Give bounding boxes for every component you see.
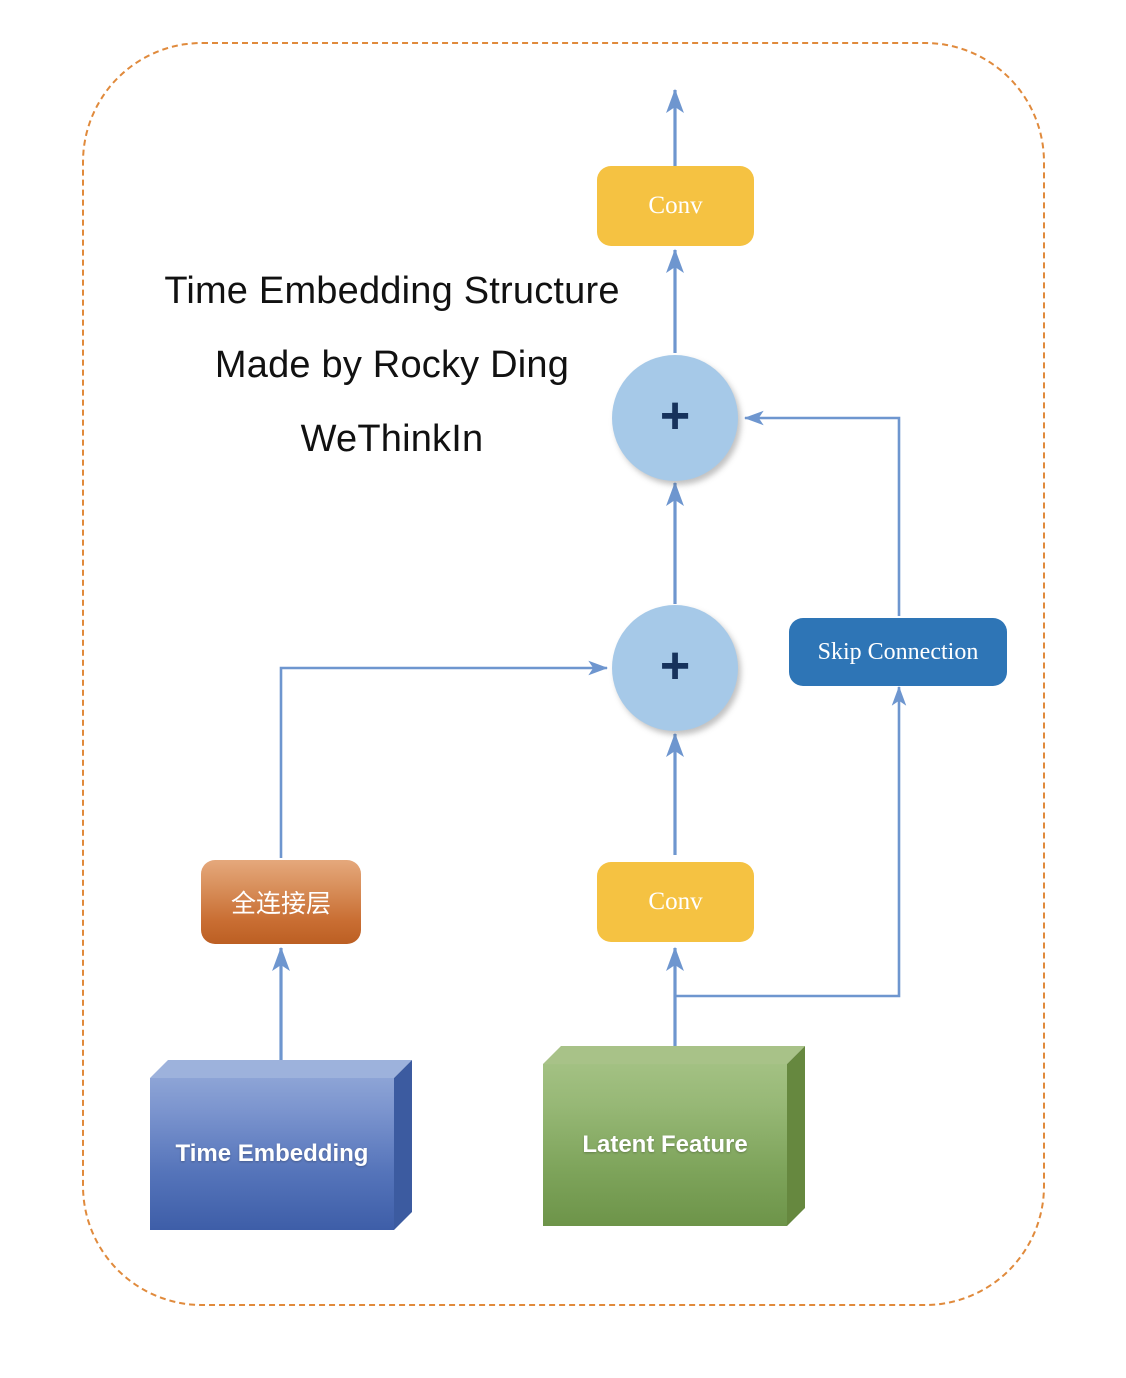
node-time-embedding[interactable]: Time Embedding <box>150 1060 412 1230</box>
node-fully-connected-layer[interactable]: 全连接层 <box>201 860 361 944</box>
node-add-top[interactable]: + <box>612 355 738 481</box>
node-fc-label: 全连接层 <box>230 890 331 918</box>
edge-skip-to-add-top <box>743 410 901 616</box>
cube-top-face <box>150 1060 412 1230</box>
title-line-1: Time Embedding Structure <box>164 270 620 312</box>
node-conv-top[interactable]: Conv <box>597 166 754 246</box>
edge-latent-to-skip <box>675 685 907 998</box>
title-line-2: Made by Rocky Ding <box>214 344 570 386</box>
node-time-embedding-label: Time Embedding <box>175 1140 369 1167</box>
cube-front-face <box>543 1064 787 1226</box>
title-line-3: WeThinkIn <box>300 418 484 460</box>
node-conv-bottom-label: Conv <box>648 888 703 915</box>
node-conv-top-label: Conv <box>648 192 703 219</box>
plus-icon: + <box>659 387 691 445</box>
plus-icon: + <box>659 637 691 695</box>
cube-top-face <box>543 1046 805 1226</box>
dashed-boundary-frame <box>82 42 1045 1306</box>
node-conv-bottom[interactable]: Conv <box>597 862 754 942</box>
node-latent-feature-label: Latent Feature <box>582 1131 748 1158</box>
node-skip-connection-label: Skip Connection <box>817 638 979 665</box>
node-skip-connection[interactable]: Skip Connection <box>789 618 1007 686</box>
node-add-bottom[interactable]: + <box>612 605 738 731</box>
node-latent-feature[interactable]: Latent Feature <box>543 1046 805 1226</box>
diagram-title: Time Embedding Structure Made by Rocky D… <box>118 272 666 458</box>
cube-front-face <box>150 1078 394 1230</box>
edge-fc-to-add-bottom <box>279 660 609 858</box>
